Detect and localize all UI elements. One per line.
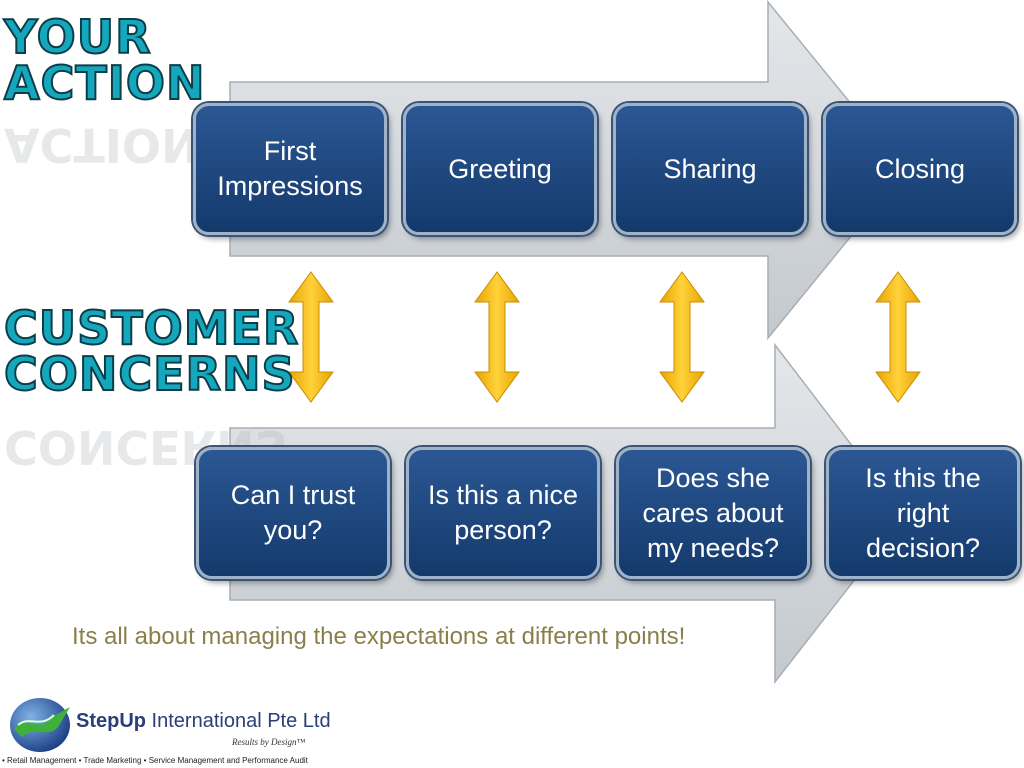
concern-label: Does she cares about my needs? — [642, 462, 784, 563]
action-box-greeting: Greeting — [403, 103, 597, 235]
concern-label: Is this a nice person? — [427, 480, 579, 545]
heading-line: CUSTOMER — [3, 301, 300, 355]
action-box-first-impressions: First Impressions — [193, 103, 387, 235]
double-arrow-icon — [659, 271, 705, 403]
heading-line: ACTION — [3, 56, 206, 110]
double-arrow-icon — [288, 271, 334, 403]
concern-box-right-decision: Is this the right decision? — [826, 447, 1020, 579]
heading-line: CONCERNS — [3, 347, 296, 401]
concern-label: Can I trust you? — [230, 480, 356, 545]
heading-line: YOUR — [3, 10, 152, 64]
your-action-heading: YOUR ACTION — [3, 10, 206, 110]
company-name-rest: International Pte Ltd — [146, 710, 331, 732]
heading-reflection: ACTION — [4, 116, 199, 168]
reflection-text: ACTION — [4, 118, 200, 168]
concern-box-trust: Can I trust you? — [196, 447, 390, 579]
concern-box-needs: Does she cares about my needs? — [616, 447, 810, 579]
service-list: • Retail Management • Trade Marketing • … — [2, 756, 308, 765]
company-name-bold: StepUp — [76, 710, 146, 732]
concern-box-nice-person: Is this a nice person? — [406, 447, 600, 579]
tagline: Its all about managing the expectations … — [72, 623, 686, 650]
customer-concerns-heading: CUSTOMER CONCERNS — [3, 301, 300, 401]
action-box-closing: Closing — [823, 103, 1017, 235]
double-arrow-icon — [875, 271, 921, 403]
action-label: Sharing — [663, 153, 757, 184]
stepup-logo-icon — [10, 698, 70, 752]
company-tagline: Results by Design™ — [232, 737, 306, 747]
action-label: Closing — [874, 153, 966, 184]
action-box-sharing: Sharing — [613, 103, 807, 235]
double-arrow-icon — [474, 271, 520, 403]
company-name: StepUp International Pte Ltd — [76, 710, 331, 733]
concern-label: Is this the right decision? — [865, 462, 981, 563]
action-label: First Impressions — [217, 136, 363, 201]
action-label: Greeting — [448, 153, 552, 184]
